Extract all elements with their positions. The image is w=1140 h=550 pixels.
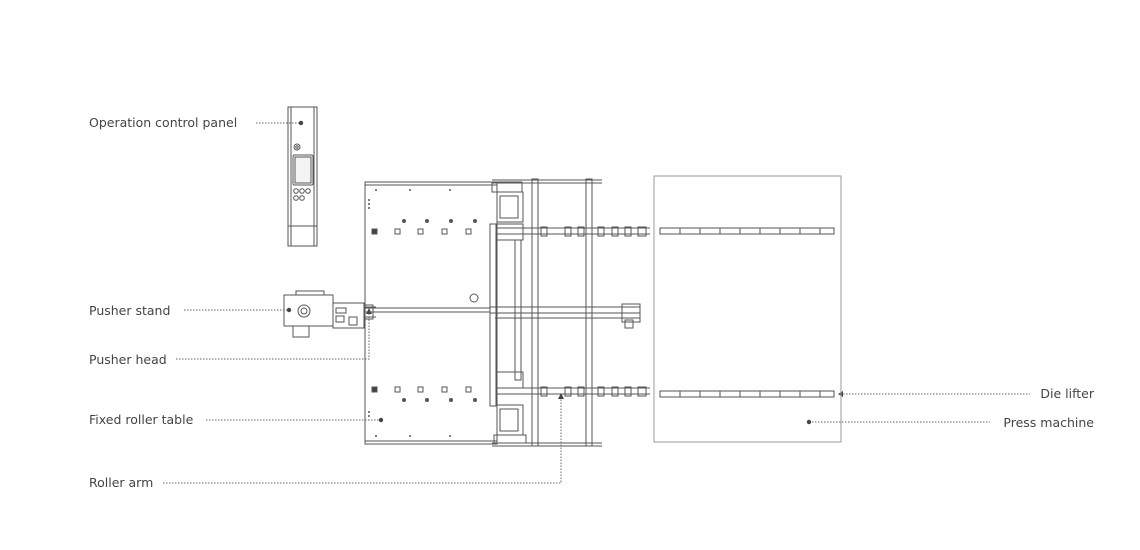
label-die-lifter: Die lifter	[1040, 386, 1094, 401]
roller-upper-drawing	[497, 226, 650, 237]
roller-lower-drawing	[497, 386, 650, 397]
operation-control-panel-drawing	[287, 106, 318, 247]
label-pusher-head: Pusher head	[89, 352, 167, 367]
roller-arm-arrow	[558, 393, 564, 399]
pusher-head-arrow	[366, 308, 372, 314]
die-lifter-upper-drawing	[659, 227, 835, 235]
label-press-machine: Press machine	[1003, 415, 1094, 430]
label-roller-arm: Roller arm	[89, 475, 154, 490]
press-machine-drawing	[653, 175, 842, 443]
leader-lines	[163, 122, 1030, 484]
roller-middle-drawing	[490, 303, 641, 329]
label-pusher-stand: Pusher stand	[89, 303, 171, 318]
arrow-markers	[366, 308, 843, 399]
leader-dots	[286, 120, 812, 425]
fixed-roller-table-dots	[368, 189, 477, 437]
leader-pusher-head	[176, 313, 370, 360]
leader-roller-arm	[163, 398, 562, 484]
label-fixed-roller-table: Fixed roller table	[89, 412, 194, 427]
pusher-stand-drawing	[283, 290, 376, 338]
fixed-roller-table-drawing	[364, 181, 498, 445]
die-lifter-lower-drawing	[659, 390, 835, 398]
label-operation-control-panel: Operation control panel	[89, 115, 238, 130]
